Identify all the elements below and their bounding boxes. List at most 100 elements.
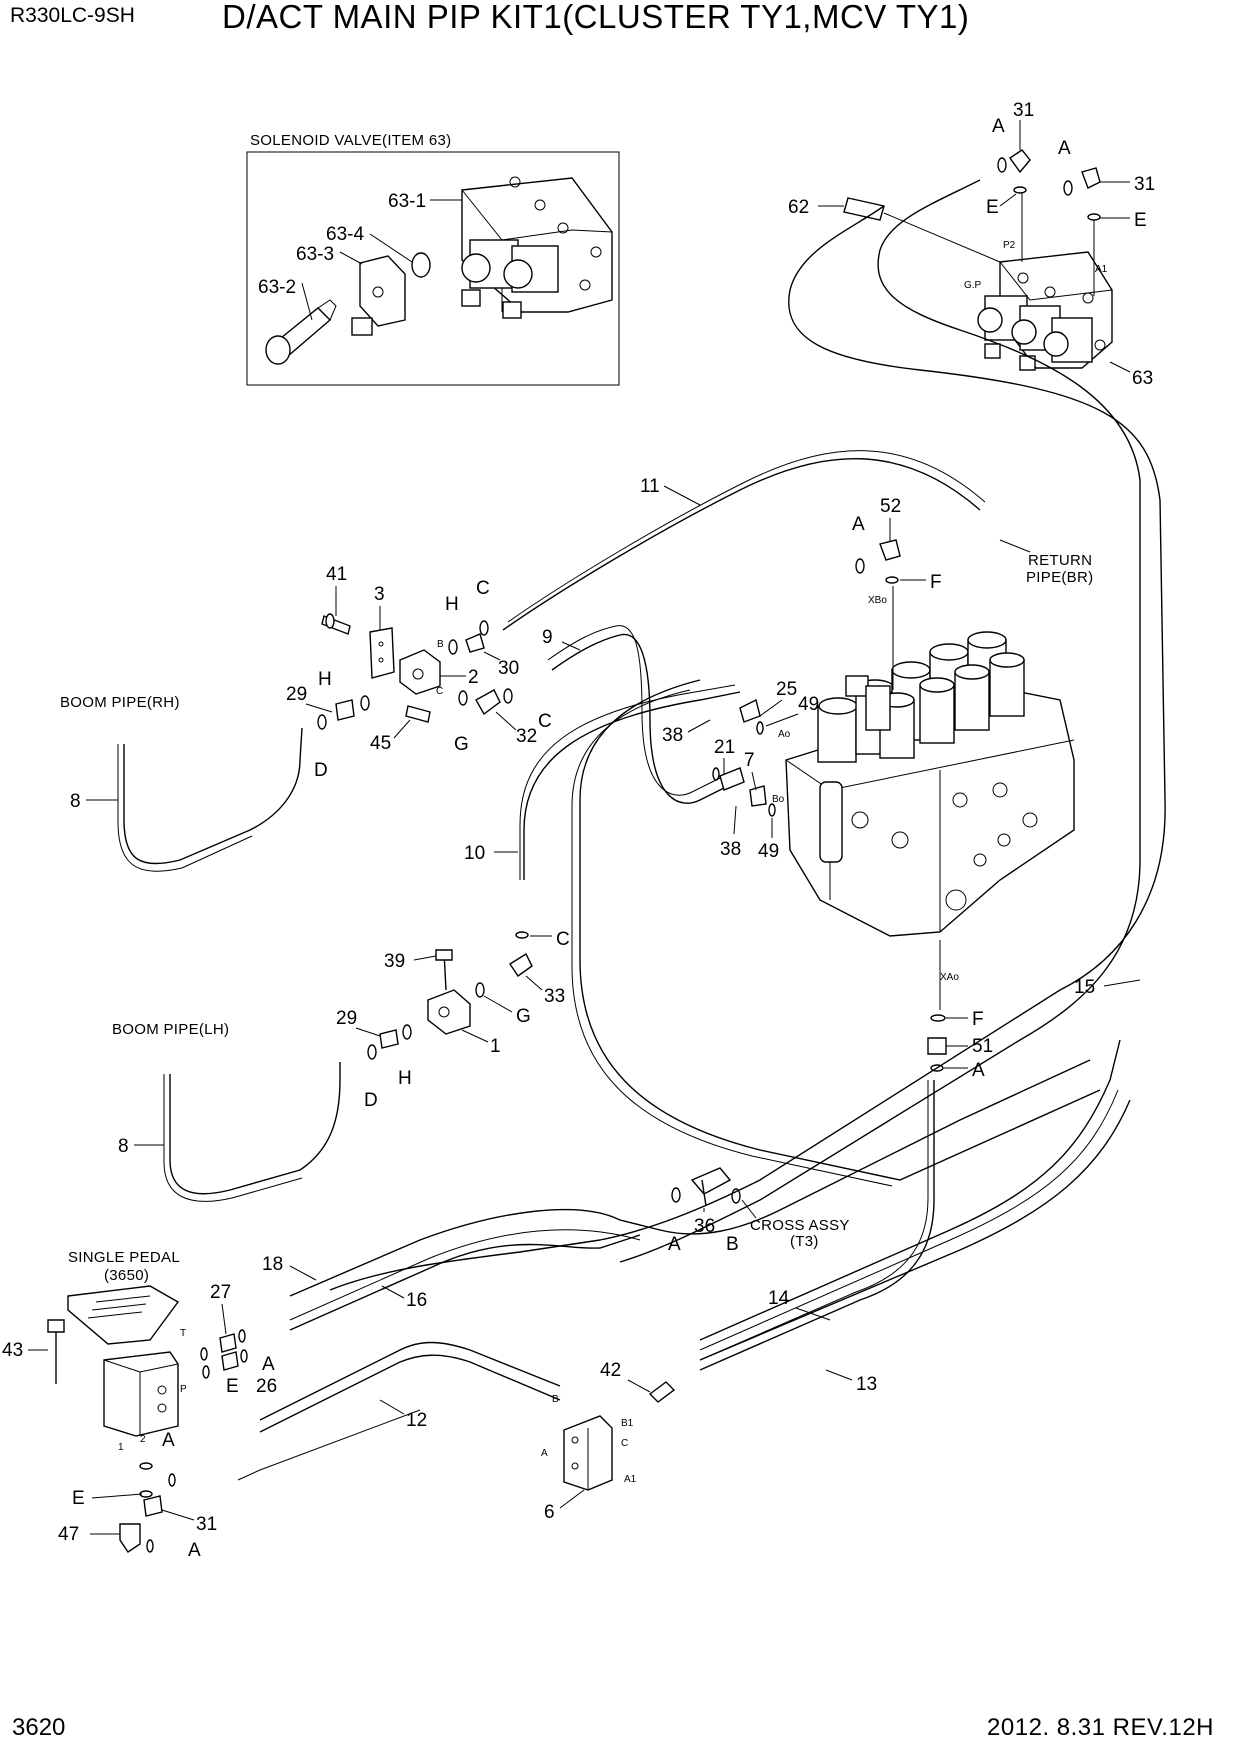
callout-63-3: 63-3: [296, 244, 334, 265]
callout-e-pedal: E: [226, 1376, 239, 1397]
caption-return-pipe-1: RETURN: [1028, 552, 1092, 569]
callout-c-low: C: [556, 929, 570, 950]
callout-38-top: 38: [662, 725, 683, 746]
callout-1: 1: [490, 1036, 501, 1057]
callout-16: 16: [406, 1290, 427, 1311]
callout-10: 10: [464, 843, 485, 864]
callout-45: 45: [370, 733, 391, 754]
callout-7: 7: [744, 750, 755, 771]
callout-h-mid: H: [318, 669, 332, 690]
callout-38-bot: 38: [720, 839, 741, 860]
callout-21: 21: [714, 737, 735, 758]
callout-63-1: 63-1: [388, 191, 426, 212]
pedal-port-p: P: [180, 1384, 187, 1395]
callout-g-top: G: [454, 734, 469, 755]
callout-d-low: D: [364, 1090, 378, 1111]
callout-6: 6: [544, 1502, 555, 1523]
block-port-c: C: [621, 1438, 628, 1449]
revision-date: 2012. 8.31 REV.12H: [987, 1714, 1214, 1741]
solenoid-inset: SOLENOID VALVE(ITEM 63) 63-1 63-4 63-3 6…: [246, 132, 620, 386]
callout-h-top: H: [445, 594, 459, 615]
callout-12: 12: [406, 1410, 427, 1431]
control-valve: XBo Ao Bo XAo: [772, 586, 1075, 1010]
fittings-center: B C: [317, 539, 947, 1491]
top-fittings: 31 A A 31 E E 62: [788, 100, 1155, 296]
block-port-b1: B1: [621, 1418, 634, 1429]
caption-single-pedal-1: SINGLE PEDAL: [68, 1249, 180, 1266]
callout-a-pedal: A: [262, 1354, 275, 1375]
block-port-a1: A1: [624, 1474, 637, 1485]
callout-a-low: A: [972, 1060, 985, 1081]
callout-63-2: 63-2: [258, 277, 296, 298]
callout-9: 9: [542, 627, 553, 648]
port-p2: P2: [1003, 240, 1016, 251]
callout-e-top1: E: [986, 197, 999, 218]
callout-a-cross: A: [668, 1234, 681, 1255]
solenoid-inset-caption: SOLENOID VALVE(ITEM 63): [250, 132, 451, 149]
caption-single-pedal-2: (3650): [104, 1267, 149, 1284]
port-gp: G.P: [964, 280, 982, 291]
page-number: 3620: [12, 1714, 66, 1741]
solenoid-valve-63: P2 A1 G.P 63: [964, 240, 1153, 389]
caption-return-pipe-2: PIPE(BR): [1026, 569, 1093, 586]
block-port-b: B: [552, 1394, 559, 1405]
callout-f-low: F: [972, 1009, 984, 1030]
callout-14: 14: [768, 1288, 790, 1309]
callout-2: 2: [468, 667, 479, 688]
callout-41: 41: [326, 564, 347, 585]
callout-52: 52: [880, 496, 901, 517]
callout-51: 51: [972, 1036, 993, 1057]
callout-33: 33: [544, 986, 565, 1007]
callout-31-lower: 31: [196, 1514, 217, 1535]
block-port-a: A: [541, 1448, 548, 1459]
single-pedal: P T 1 2: [47, 1285, 248, 1553]
callout-63-4: 63-4: [326, 224, 364, 245]
pedal-port-2: 2: [140, 1434, 146, 1445]
callout-a-bottom: A: [188, 1540, 201, 1561]
blk2-port-c: C: [436, 686, 443, 697]
callout-30: 30: [498, 658, 519, 679]
caption-boom-pipe-rh: BOOM PIPE(RH): [60, 694, 180, 711]
callout-8-low: 8: [118, 1136, 129, 1157]
callout-29-low: 29: [336, 1008, 357, 1029]
model-number: R330LC-9SH: [10, 4, 135, 27]
callout-b-cross: B: [726, 1234, 739, 1255]
callout-31-top: 31: [1013, 100, 1034, 121]
caption-cross-assy-2: (T3): [790, 1233, 819, 1250]
callout-27: 27: [210, 1282, 231, 1303]
callout-8-top: 8: [70, 791, 81, 812]
callout-e-lower: E: [72, 1488, 85, 1509]
callout-15: 15: [1074, 977, 1095, 998]
port-bo: Bo: [772, 794, 785, 805]
port-xbo: XBo: [868, 595, 887, 606]
callout-31-right: 31: [1134, 174, 1155, 195]
callout-26: 26: [256, 1376, 277, 1397]
caption-boom-pipe-lh: BOOM PIPE(LH): [112, 1021, 229, 1038]
callout-42: 42: [600, 1360, 621, 1381]
callout-3: 3: [374, 584, 385, 605]
callout-c-top: C: [476, 578, 490, 599]
blk2-port-b: B: [437, 639, 444, 650]
callout-a-52: A: [852, 514, 865, 535]
callout-39: 39: [384, 951, 405, 972]
callout-25: 25: [776, 679, 797, 700]
callout-g-low: G: [516, 1006, 531, 1027]
callouts: 11 52 A F 41 3 H C 9 30 2 29 H 45 G 32 C…: [2, 476, 1141, 1561]
pedal-port-1: 1: [118, 1442, 124, 1453]
callout-d-top: D: [314, 760, 328, 781]
callout-13: 13: [856, 1374, 877, 1395]
port-xao: XAo: [940, 972, 959, 983]
caption-cross-assy-1: CROSS ASSY: [750, 1217, 850, 1234]
callout-a-top2: A: [1058, 138, 1071, 159]
callout-36: 36: [694, 1216, 715, 1237]
captions: RETURN PIPE(BR) BOOM PIPE(RH) BOOM PIPE(…: [60, 539, 1093, 1284]
hose-lines: [117, 179, 1166, 1481]
callout-29-top: 29: [286, 684, 307, 705]
callout-63: 63: [1132, 368, 1153, 389]
callout-11: 11: [640, 476, 660, 497]
callout-e-top2: E: [1134, 210, 1147, 231]
callout-49-bot: 49: [758, 841, 779, 862]
port-a1: A1: [1095, 264, 1108, 275]
callout-32: 32: [516, 726, 537, 747]
callout-18: 18: [262, 1254, 283, 1275]
